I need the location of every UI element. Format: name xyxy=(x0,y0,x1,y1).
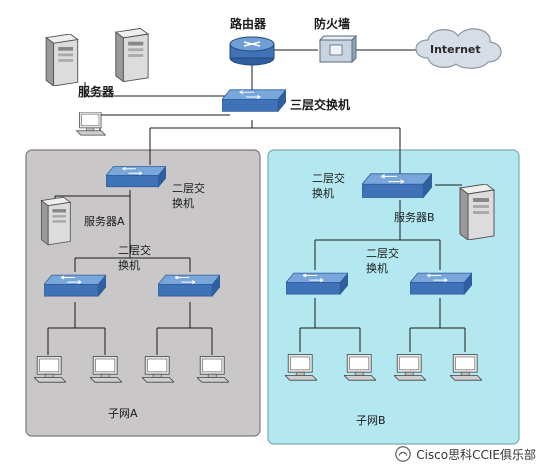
server-b-label: 服务器B xyxy=(394,211,435,224)
l2-switch-icon xyxy=(106,165,166,188)
l2-switch-icon xyxy=(44,274,106,297)
l2-switch-b-label-line2: 换机 xyxy=(312,187,334,200)
watermark: Cisco思科CCIE俱乐部 xyxy=(394,445,536,463)
pc-icon xyxy=(450,354,482,381)
router-icon xyxy=(229,36,275,66)
server-a-icon xyxy=(40,196,71,246)
l2-switch-a-label-line2: 换机 xyxy=(172,197,194,210)
l2-switch-a-label-line1: 二层交 xyxy=(172,182,205,195)
server-a-label: 服务器A xyxy=(84,215,125,228)
internet-label: Internet xyxy=(430,43,481,56)
pc-icon xyxy=(34,356,66,383)
server-b-icon xyxy=(459,184,495,240)
l2-switch-icon xyxy=(286,272,348,295)
l2-switch-icon xyxy=(362,173,432,198)
pc-icon xyxy=(76,112,106,136)
l2-switch-icon xyxy=(410,272,472,295)
pc-icon xyxy=(197,356,229,383)
pc-icon xyxy=(394,354,426,381)
subnet-b-label: 子网B xyxy=(356,414,386,427)
pc-icon xyxy=(142,356,174,383)
wechat-logo-icon xyxy=(395,446,412,462)
internet-cloud-icon xyxy=(415,28,502,69)
pc-icon xyxy=(344,354,376,381)
subnet-a-label: 子网A xyxy=(108,407,138,420)
l3-switch-icon xyxy=(222,89,286,112)
server-icon xyxy=(115,28,149,82)
watermark-text: Cisco思科CCIE俱乐部 xyxy=(416,447,536,462)
firewall-label: 防火墙 xyxy=(314,17,351,31)
l2-switch-b2-label-line2: 换机 xyxy=(366,262,388,275)
l3-switch-label: 三层交换机 xyxy=(290,98,351,112)
l2-switch-b-label-line1: 二层交 xyxy=(312,172,345,185)
l2-switch-a2-label-line1: 二层交 xyxy=(118,244,151,257)
server-icon xyxy=(45,34,79,86)
router-label: 路由器 xyxy=(230,17,267,31)
l2-switch-b2-label-line1: 二层交 xyxy=(366,247,399,260)
servers-label: 服务器 xyxy=(78,85,115,99)
l2-switch-icon xyxy=(158,274,220,297)
firewall-icon xyxy=(318,34,358,64)
pc-icon xyxy=(90,356,122,383)
connection-lines xyxy=(47,49,466,355)
l2-switch-a2-label-line2: 换机 xyxy=(118,259,140,272)
pc-icon xyxy=(285,354,317,381)
